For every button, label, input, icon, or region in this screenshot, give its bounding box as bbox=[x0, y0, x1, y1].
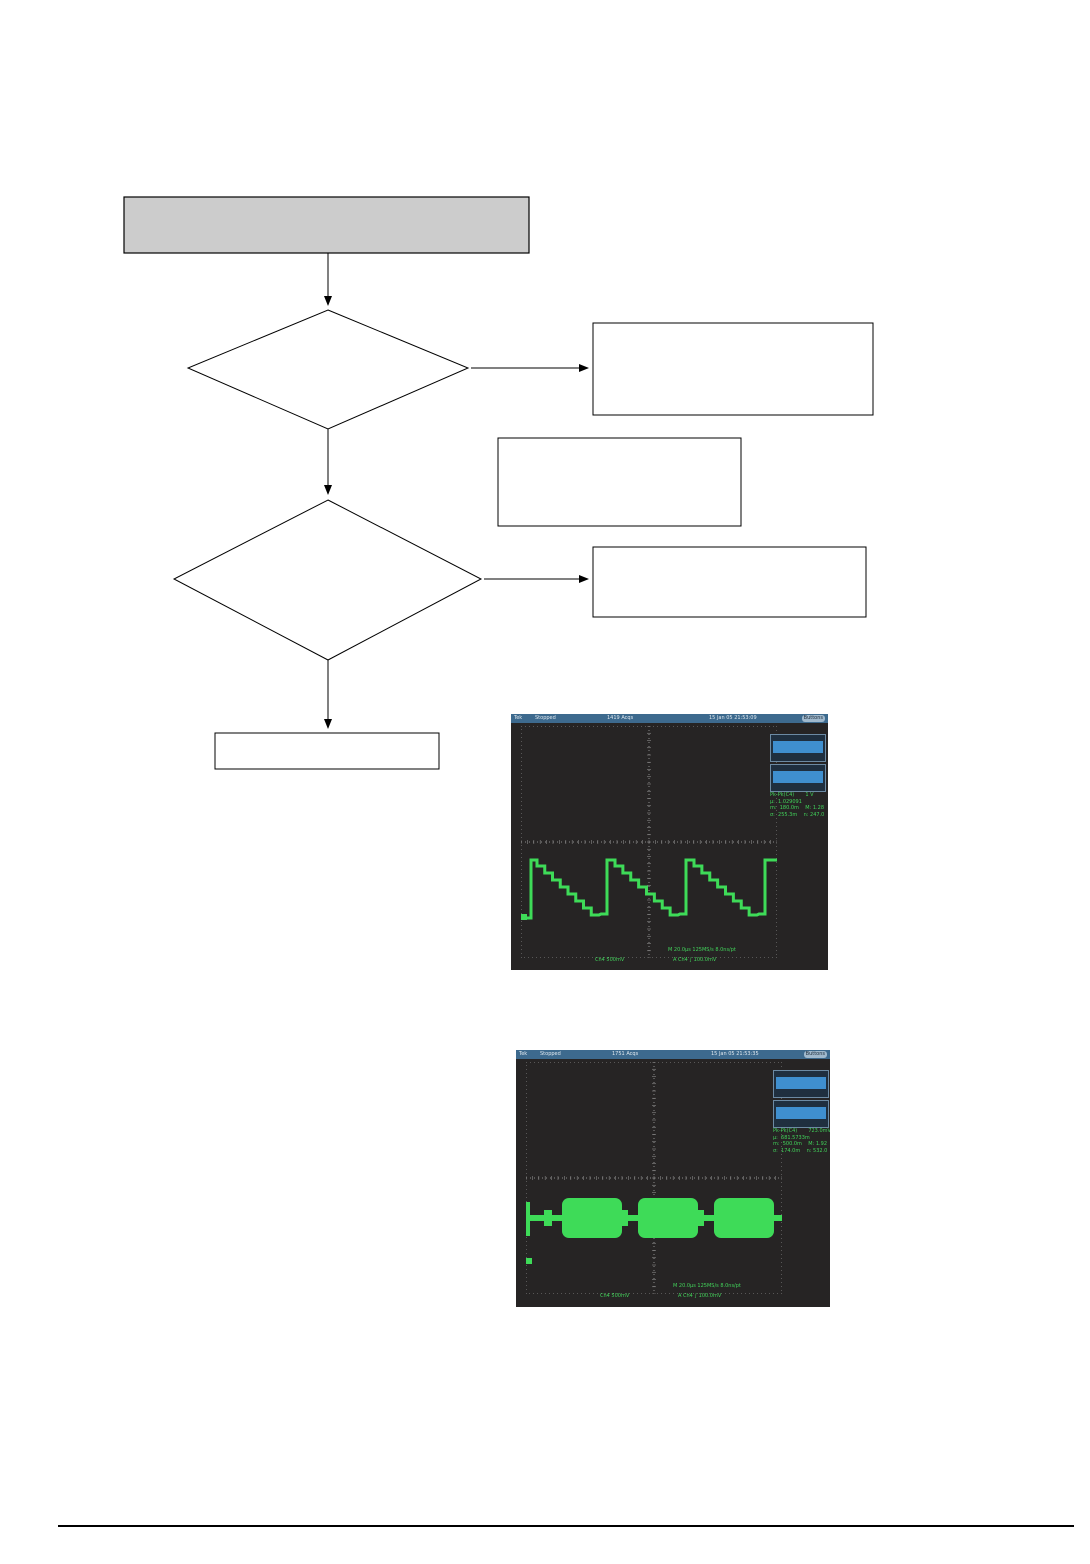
box-end bbox=[214, 732, 440, 770]
box-note bbox=[497, 437, 742, 527]
scope-graticule bbox=[521, 726, 777, 958]
scope-header: Tek Stopped 1751 Acqs 15 Jan 05 21:53:35 bbox=[516, 1050, 830, 1059]
waveform-trace bbox=[521, 858, 777, 920]
scope-timebase: M 20.0µs 125MS/s 8.0ns/pt bbox=[673, 1283, 741, 1289]
waveform-burst bbox=[526, 1202, 530, 1236]
scope-date: 15 Jan 05 21:53:35 bbox=[711, 1051, 759, 1057]
channel-marker bbox=[526, 1258, 532, 1264]
scope-status: Stopped bbox=[535, 715, 556, 721]
scope-buttons-button[interactable]: Buttons bbox=[801, 715, 825, 722]
box-right-1 bbox=[592, 322, 874, 416]
box-right-2 bbox=[592, 546, 867, 618]
scope-side-button-1[interactable] bbox=[770, 734, 826, 762]
scope-buttons-button[interactable]: Buttons bbox=[803, 1051, 827, 1058]
scope-side-button-2[interactable] bbox=[773, 1100, 829, 1128]
start-box bbox=[123, 196, 530, 254]
scope-measurement-readout: Pk-Pk(C4) 1 V µ: 1.029091 m: 180.0m M: 1… bbox=[770, 792, 825, 818]
scope-trigger: A Ch4 ∫ 100.0mV bbox=[673, 957, 717, 963]
decision-2 bbox=[172, 499, 483, 661]
oscilloscope-screen-1: Tek Stopped 1419 Acqs 15 Jan 05 21:53:09… bbox=[511, 714, 828, 970]
scope-measurement-readout: Pk-Pk(C4) 723.0mV µ: 681.5733m m: 500.0m… bbox=[773, 1128, 830, 1154]
scope-side-button-1[interactable] bbox=[773, 1070, 829, 1098]
footer-rule bbox=[58, 1525, 1074, 1527]
oscilloscope-screen-2: Tek Stopped 1751 Acqs 15 Jan 05 21:53:35… bbox=[516, 1050, 830, 1307]
scope-status: Stopped bbox=[540, 1051, 561, 1057]
scope-acq-count: 1419 Acqs bbox=[607, 715, 634, 721]
waveform-burst bbox=[562, 1198, 622, 1238]
waveform-pulse bbox=[544, 1210, 552, 1226]
waveform-burst bbox=[714, 1198, 774, 1238]
waveform-pulse bbox=[622, 1210, 628, 1226]
scope-date: 15 Jan 05 21:53:09 bbox=[709, 715, 757, 721]
waveform-burst bbox=[638, 1198, 698, 1238]
decision-1 bbox=[186, 309, 470, 430]
scope-header: Tek Stopped 1419 Acqs 15 Jan 05 21:53:09 bbox=[511, 714, 828, 723]
scope-graticule bbox=[526, 1062, 782, 1294]
waveform-pulse bbox=[698, 1210, 704, 1226]
scope-acq-count: 1751 Acqs bbox=[612, 1051, 639, 1057]
scope-timebase: M 20.0µs 125MS/s 8.0ns/pt bbox=[668, 947, 736, 953]
scope-channel-scale: Ch4 500mV bbox=[595, 957, 625, 963]
scope-trigger: A Ch4 ∫ 100.0mV bbox=[678, 1293, 722, 1299]
scope-channel-scale: Ch4 500mV bbox=[600, 1293, 630, 1299]
channel-marker bbox=[521, 914, 527, 920]
scope-side-button-2[interactable] bbox=[770, 764, 826, 792]
